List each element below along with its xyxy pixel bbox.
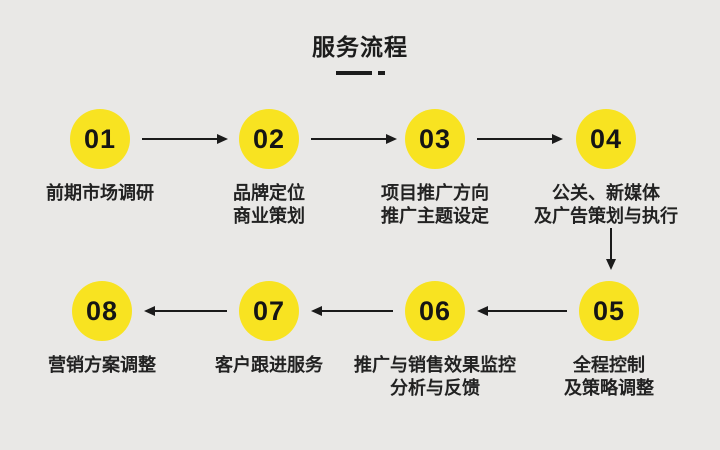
step-06: 06 推广与销售效果监控 分析与反馈 [335,281,535,400]
step-06-label: 推广与销售效果监控 分析与反馈 [354,355,516,398]
step-04-badge: 04 [576,109,636,169]
step-04-label: 公关、新媒体 及广告策划与执行 [534,183,678,226]
step-03-number: 03 [418,123,452,154]
arrow-step6-to-step7 [311,306,393,316]
arrow-step2-to-step3 [311,134,397,144]
step-05: 05 全程控制 及策略调整 [509,281,709,400]
underline-dot [377,71,385,75]
step-05-number: 05 [592,295,626,326]
step-07-number: 07 [252,295,286,326]
page-title: 服务流程 [312,34,408,60]
step-03-badge: 03 [405,109,465,169]
step-01: 01 前期市场调研 [0,109,200,205]
step-05-badge: 05 [579,281,639,341]
step-08-number: 08 [85,295,119,326]
step-02-badge: 02 [239,109,299,169]
step-04: 04 公关、新媒体 及广告策划与执行 [506,109,706,228]
arrow-step7-to-step8 [144,306,227,316]
step-06-number: 06 [418,295,452,326]
step-07-badge: 07 [239,281,299,341]
step-01-label: 前期市场调研 [46,183,154,203]
step-05-label: 全程控制 及策略调整 [564,355,654,398]
step-08-label: 营销方案调整 [48,355,156,375]
step-01-number: 01 [83,123,117,154]
step-02: 02 品牌定位 商业策划 [169,109,369,228]
step-03-label: 项目推广方向 推广主题设定 [381,183,489,226]
title-underline-decoration [0,71,720,75]
step-03: 03 项目推广方向 推广主题设定 [335,109,535,228]
arrow-step5-to-step6 [477,306,567,316]
page-header: 服务流程 [0,28,720,75]
step-06-badge: 06 [405,281,465,341]
arrow-step4-to-step5 [606,228,616,270]
step-07-label: 客户跟进服务 [215,355,323,375]
arrow-step1-to-step2 [142,134,228,144]
step-08-badge: 08 [72,281,132,341]
step-08: 08 营销方案调整 [2,281,202,377]
step-02-label: 品牌定位 商业策划 [233,183,305,226]
arrow-step3-to-step4 [477,134,563,144]
step-04-number: 04 [589,123,623,154]
step-01-badge: 01 [70,109,130,169]
underline-dash [335,71,372,75]
step-02-number: 02 [252,123,286,154]
step-07: 07 客户跟进服务 [169,281,369,377]
